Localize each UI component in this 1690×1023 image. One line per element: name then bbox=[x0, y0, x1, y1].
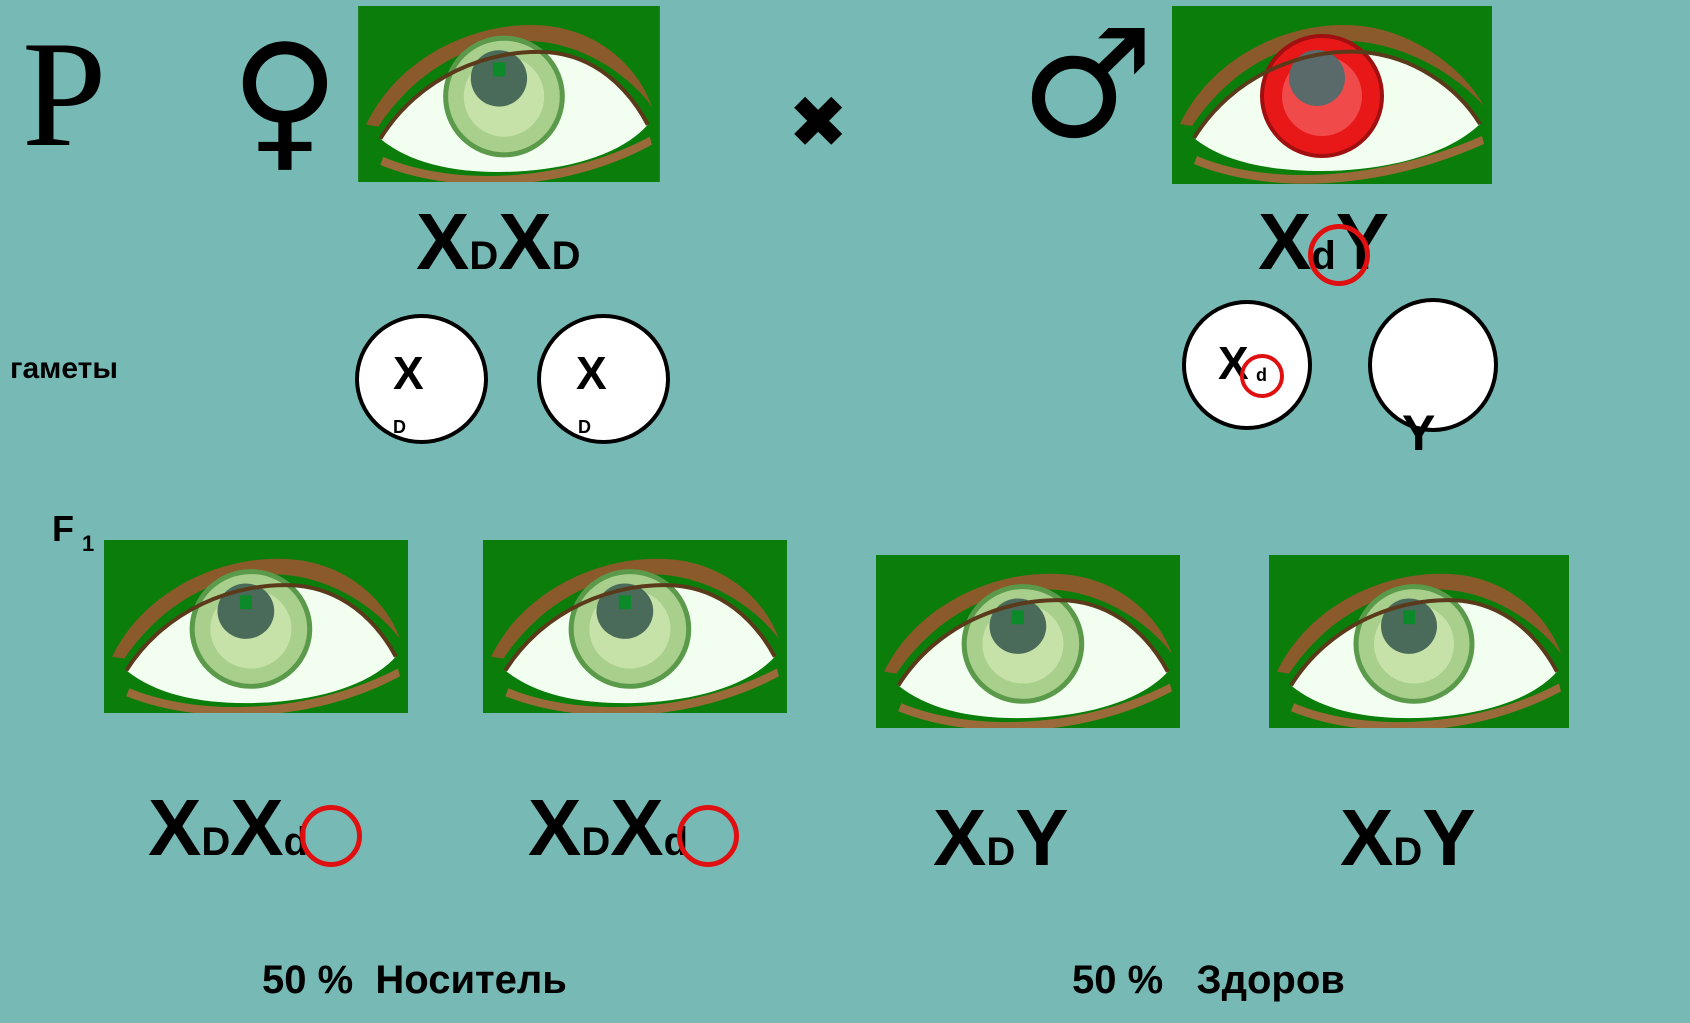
parents-label: P bbox=[22, 10, 107, 178]
gamete-allele: D bbox=[578, 417, 591, 437]
genotype-x: X bbox=[148, 783, 202, 872]
recessive-allele-marker bbox=[1308, 224, 1370, 286]
offspring-genotype-1: XDXd bbox=[148, 788, 308, 868]
gamete-chromosome-x: X bbox=[576, 347, 607, 399]
recessive-allele-marker bbox=[677, 805, 739, 867]
offspring-eye-image-4 bbox=[1269, 555, 1569, 728]
female-parent-eye-image bbox=[358, 6, 660, 182]
cross-symbol: ✖ bbox=[788, 80, 849, 164]
offspring-genotype-2: XDXd bbox=[528, 788, 688, 868]
genotype-x: X bbox=[1258, 197, 1312, 286]
f1-letter: F bbox=[52, 508, 74, 549]
carrier-label: Носитель bbox=[375, 958, 567, 1002]
genotype-y: Y bbox=[1422, 793, 1476, 882]
allele-d-dominant: D bbox=[581, 820, 611, 864]
genotype-x: X bbox=[610, 783, 664, 872]
gamete-chromosome-y: Y bbox=[1402, 405, 1436, 461]
male-gamete-x bbox=[1182, 300, 1312, 430]
f1-subscript: 1 bbox=[82, 531, 95, 556]
male-parent-eye-image bbox=[1171, 6, 1493, 184]
allele-d-dominant: D bbox=[551, 234, 581, 278]
genotype-x: X bbox=[498, 197, 552, 286]
male-gamete-y bbox=[1368, 298, 1498, 432]
offspring-eye-image-2 bbox=[483, 540, 787, 713]
offspring-eye-image-3 bbox=[876, 555, 1180, 728]
genotype-x: X bbox=[933, 793, 987, 882]
offspring-genotype-3: XDY bbox=[933, 798, 1069, 878]
healthy-percent: 50 % bbox=[1072, 958, 1164, 1002]
offspring-eye-image-1 bbox=[104, 540, 408, 713]
female-parent-genotype: XDXD bbox=[416, 202, 581, 282]
female-gamete-1 bbox=[355, 314, 488, 444]
allele-d-dominant: D bbox=[469, 234, 499, 278]
gamete-allele: D bbox=[393, 417, 406, 437]
allele-d-dominant: D bbox=[986, 830, 1016, 874]
female-symbol: ♀ bbox=[230, 13, 340, 187]
carrier-percent: 50 % bbox=[262, 958, 354, 1002]
genotype-x: X bbox=[1340, 793, 1394, 882]
allele-d-dominant: D bbox=[1393, 830, 1423, 874]
healthy-result: 50 % Здоров bbox=[1072, 958, 1345, 1003]
genotype-y: Y bbox=[1015, 793, 1069, 882]
genotype-x: X bbox=[230, 783, 284, 872]
genotype-x: X bbox=[416, 197, 470, 286]
allele-d-dominant: D bbox=[201, 820, 231, 864]
carrier-result: 50 % Носитель bbox=[262, 958, 567, 1003]
recessive-allele-marker bbox=[1240, 354, 1284, 398]
genotype-x: X bbox=[528, 783, 582, 872]
healthy-label: Здоров bbox=[1196, 958, 1345, 1002]
recessive-allele-marker bbox=[300, 805, 362, 867]
female-gamete-2 bbox=[537, 314, 670, 444]
gametes-label: гаметы bbox=[10, 352, 118, 385]
gamete-chromosome-x: X bbox=[393, 347, 424, 399]
offspring-genotype-4: XDY bbox=[1340, 798, 1476, 878]
male-symbol: ♂ bbox=[1020, 0, 1155, 172]
